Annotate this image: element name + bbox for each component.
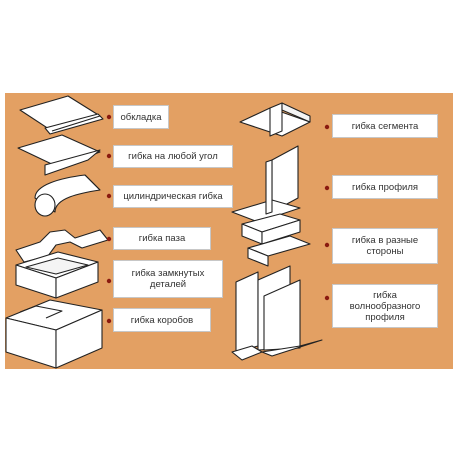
label-multi-direction: гибка в разные стороны xyxy=(332,228,438,264)
overlay-sheet-drawing xyxy=(19,95,104,135)
cylinder-drawing xyxy=(34,174,101,217)
label-closed-parts-line1: гибка замкнутых xyxy=(131,268,205,279)
segment-drawing xyxy=(239,102,311,137)
label-closed-parts-line2: деталей xyxy=(149,279,187,290)
label-wavy-line3: профиля xyxy=(365,311,405,323)
boxes-drawing xyxy=(5,299,103,369)
label-wavy-profile: гибка волнообразного профиля xyxy=(332,284,438,328)
label-wavy-line1: гибка xyxy=(373,289,397,301)
label-groove: гибка паза xyxy=(113,227,211,250)
label-wavy-line2: волнообразного xyxy=(349,300,421,312)
multi-direction-drawing xyxy=(241,213,311,267)
label-multi-direction-line1: гибка в разные xyxy=(351,235,419,246)
label-multi-direction-line2: стороны xyxy=(366,246,404,257)
any-angle-drawing xyxy=(17,134,101,176)
label-profile: гибка профиля xyxy=(332,175,438,199)
label-cylinder: цилиндрическая гибка xyxy=(113,185,233,208)
label-segment: гибка сегмента xyxy=(332,114,438,138)
label-any-angle: гибка на любой угол xyxy=(113,145,233,168)
label-closed-parts: гибка замкнутых деталей xyxy=(113,260,223,298)
label-boxes: гибка коробов xyxy=(113,308,211,332)
wavy-profile-drawing xyxy=(231,265,323,361)
profile-drawing xyxy=(231,145,301,223)
connector-markers xyxy=(106,114,330,324)
label-overlay: обкладка xyxy=(113,105,169,129)
closed-parts-drawing xyxy=(15,251,99,299)
